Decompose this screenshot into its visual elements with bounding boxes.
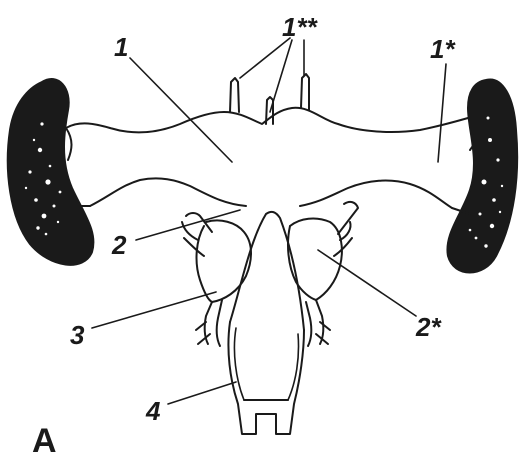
panel-letter: A xyxy=(32,422,57,458)
label-3: 3 xyxy=(70,320,85,350)
label-2-star: 2* xyxy=(415,312,442,342)
label-1-star: 1* xyxy=(430,34,456,64)
label-4: 4 xyxy=(145,396,161,426)
label-1-double-star: 1** xyxy=(282,12,319,42)
protocerebrum-outline xyxy=(66,108,476,214)
ocelli-stalks xyxy=(230,74,309,124)
right-tritocerebrum xyxy=(306,300,330,346)
label-2: 2 xyxy=(111,230,127,260)
circumesophageal-connectives xyxy=(228,322,304,434)
label-1: 1 xyxy=(114,32,128,62)
left-antennal-lobe xyxy=(182,213,251,302)
leader-lines xyxy=(92,38,446,404)
left-optic-lobe xyxy=(8,79,94,265)
right-optic-lobe xyxy=(447,79,517,272)
left-tritocerebrum xyxy=(196,300,222,346)
